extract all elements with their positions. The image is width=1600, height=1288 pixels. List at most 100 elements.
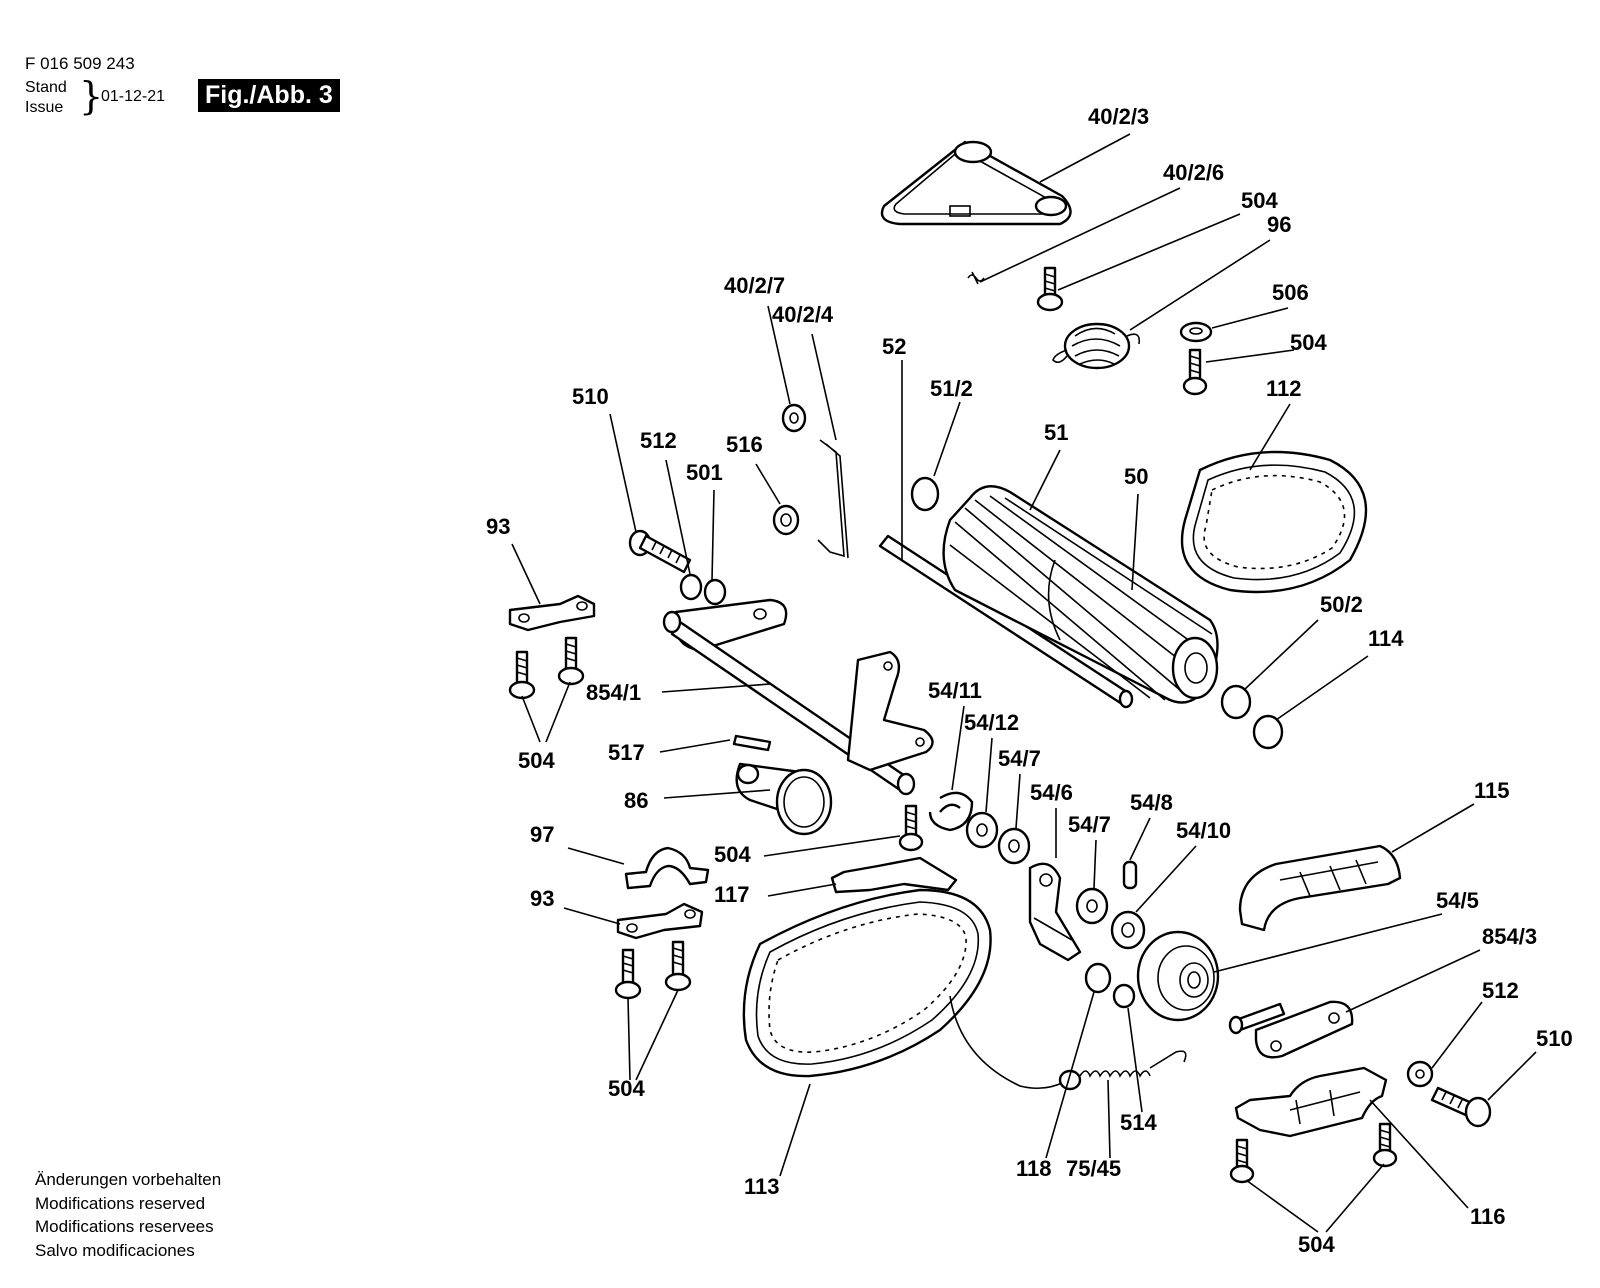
bushing-40-2-7 <box>781 403 807 433</box>
label-54-7-b: 54/7 <box>1068 812 1111 837</box>
label-854-3: 854/3 <box>1482 924 1537 949</box>
figure-badge: Fig./Abb. 3 <box>198 79 340 112</box>
label-86: 86 <box>624 788 648 813</box>
washer-54-7-a <box>997 827 1031 865</box>
bracket-93-top <box>508 594 596 632</box>
washer-54-7-b <box>1075 887 1109 925</box>
label-51-2: 51/2 <box>930 376 973 401</box>
label-93-a: 93 <box>486 514 510 539</box>
label-504-d: 504 <box>714 842 751 867</box>
note-line-es: Salvo modificaciones <box>35 1240 195 1260</box>
label-50: 50 <box>1124 464 1148 489</box>
label-40-2-3: 40/2/3 <box>1088 104 1149 129</box>
label-504-e: 504 <box>608 1076 645 1101</box>
label-516: 516 <box>726 432 763 457</box>
label-54-10: 54/10 <box>1176 818 1231 843</box>
cover-115 <box>1238 844 1402 932</box>
bushing-50-2 <box>1220 684 1252 720</box>
label-54-12: 54/12 <box>964 710 1019 735</box>
bushing-51-2 <box>910 476 940 512</box>
nut-501 <box>703 578 727 606</box>
issue-date: 01-12-21 <box>101 88 166 105</box>
screw-510-right <box>1430 1086 1492 1128</box>
leader-lines <box>511 133 1537 1233</box>
modification-notes: Änderungen vorbehalten Modifications res… <box>35 1168 221 1262</box>
toothed-belt-112 <box>1180 450 1368 594</box>
knob-86 <box>735 762 833 836</box>
label-52: 52 <box>882 334 906 359</box>
document-header: F 016 509 243 Stand Issue } 01-12-21 Fig… <box>25 52 425 132</box>
bushing-516 <box>772 504 800 536</box>
washer-512-left <box>679 573 703 601</box>
bushing-118 <box>1084 962 1112 994</box>
bushing-40-2-7-hole <box>789 412 799 424</box>
label-512-b: 512 <box>1482 978 1519 1003</box>
lever-54-6 <box>1028 862 1082 962</box>
label-93-b: 93 <box>530 886 554 911</box>
label-506: 506 <box>1272 280 1309 305</box>
label-54-6: 54/6 <box>1030 780 1073 805</box>
screw-504-right <box>1182 348 1208 396</box>
label-517: 517 <box>608 740 645 765</box>
note-line-fr: Modifications reservees <box>35 1217 214 1237</box>
link-plate-40-2-3 <box>880 140 1072 226</box>
label-114: 114 <box>1368 626 1404 651</box>
bushing-516-hole <box>780 513 792 527</box>
label-854-1: 854/1 <box>586 680 641 705</box>
washer-54-12-hole <box>976 823 988 837</box>
pin-54-8 <box>1122 860 1138 890</box>
washer-54-10 <box>1110 910 1146 950</box>
label-51: 51 <box>1044 420 1068 445</box>
cover-116 <box>1234 1066 1388 1138</box>
washer-506-hole <box>1189 327 1203 335</box>
label-504-b: 504 <box>1290 330 1327 355</box>
label-116: 116 <box>1470 1204 1506 1229</box>
screw-510-left <box>628 529 692 574</box>
label-40-2-6: 40/2/6 <box>1163 160 1224 185</box>
label-510-b: 510 <box>1536 1026 1573 1051</box>
stand-label: Stand <box>25 79 67 96</box>
bent-rod-40-2-4 <box>817 439 849 559</box>
nut-514 <box>1112 983 1136 1009</box>
clip-54-11 <box>928 791 974 832</box>
washer-512-right-hole <box>1415 1069 1425 1079</box>
washer-54-10-hole <box>1121 922 1135 938</box>
issue-label: Issue <box>25 99 64 116</box>
rod-52 <box>878 534 1134 709</box>
label-510-a: 510 <box>572 384 609 409</box>
screw-504-center <box>898 804 924 852</box>
label-75-45: 75/45 <box>1066 1156 1121 1181</box>
washer-54-12 <box>965 811 999 849</box>
label-40-2-4: 40/2/4 <box>772 302 834 327</box>
toothed-belt-113 <box>742 888 992 1078</box>
bracket-117 <box>830 856 958 894</box>
label-514: 514 <box>1120 1110 1157 1135</box>
pulley-54-5 <box>1136 930 1220 1022</box>
label-512-a: 512 <box>640 428 677 453</box>
label-54-8: 54/8 <box>1130 790 1173 815</box>
label-118: 118 <box>1016 1156 1052 1181</box>
washer-54-7-b-hole <box>1086 899 1098 913</box>
screw-504-lowright-a <box>1229 1138 1255 1184</box>
screw-504-top <box>1036 266 1064 312</box>
bracket-93-bottom <box>616 902 704 940</box>
bushing-114 <box>1252 714 1284 750</box>
washer-512-right <box>1406 1060 1434 1088</box>
screw-504-lowleft-b <box>664 940 692 992</box>
note-line-en: Modifications reserved <box>35 1193 206 1213</box>
label-54-5: 54/5 <box>1436 888 1479 913</box>
clamp-97 <box>624 846 710 890</box>
shaft-lever-854-1 <box>662 598 934 796</box>
label-50-2: 50/2 <box>1320 592 1363 617</box>
screw-504-lowleft-a <box>614 948 642 1000</box>
screw-504-left-b <box>557 636 585 686</box>
label-501: 501 <box>686 460 723 485</box>
label-113: 113 <box>744 1174 780 1199</box>
label-504-c: 504 <box>518 748 555 773</box>
screw-504-left-a <box>508 650 536 700</box>
document-number: F 016 509 243 <box>25 54 135 73</box>
washer-54-7-a-hole <box>1008 839 1020 853</box>
label-504-f: 504 <box>1298 1232 1335 1257</box>
label-54-11: 54/11 <box>928 678 982 703</box>
